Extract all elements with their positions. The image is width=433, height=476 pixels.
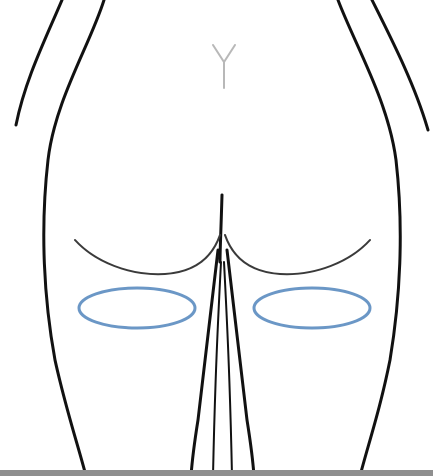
right-target-area — [254, 288, 370, 328]
left-buttock-crease — [75, 235, 220, 274]
gluteal-cleft — [220, 195, 222, 262]
tailbone-mark — [213, 45, 235, 88]
left-arm-outline — [16, 0, 62, 125]
right-waist-outline — [338, 0, 400, 476]
left-target-area — [79, 288, 195, 328]
right-buttock-crease — [225, 235, 370, 274]
right-arm-outline — [372, 0, 428, 130]
bottom-edge-bar — [0, 470, 433, 476]
left-waist-outline — [44, 0, 104, 476]
